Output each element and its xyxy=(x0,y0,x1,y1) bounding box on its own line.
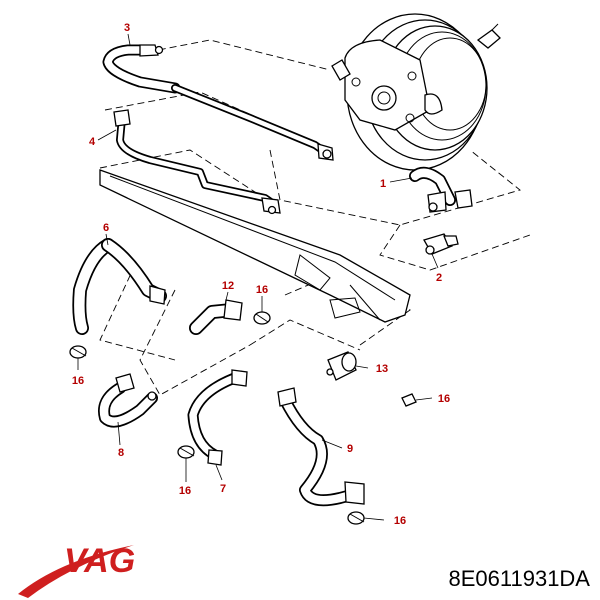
clamp-b xyxy=(69,345,87,359)
callout-16d: 16 xyxy=(394,515,406,527)
callout-16e: 16 xyxy=(179,485,191,497)
clamp-a xyxy=(253,311,271,325)
callout-3: 3 xyxy=(124,22,130,34)
part-8-hose xyxy=(98,373,158,428)
part-4-vacuum-pipe xyxy=(113,109,281,215)
mounting-bracket xyxy=(99,169,411,323)
part-13-fitting xyxy=(326,351,357,381)
callout-16a: 16 xyxy=(256,284,268,296)
callout-8: 8 xyxy=(118,447,124,459)
brake-booster xyxy=(331,13,501,171)
vacuum-pipe-upper xyxy=(171,84,334,161)
callout-16c: 16 xyxy=(438,393,450,405)
leader-lines xyxy=(77,33,439,521)
part-2-check-valve xyxy=(423,233,459,255)
part-7-hose xyxy=(187,369,248,466)
part-6-hose xyxy=(72,238,167,335)
part-number: 8E0611931DA xyxy=(449,566,591,591)
clamp-d xyxy=(347,511,365,525)
clamp-c xyxy=(177,445,195,459)
brand-name: VAG xyxy=(64,542,135,580)
vag-logo: VAG xyxy=(18,542,135,598)
part-3-vacuum-hose xyxy=(102,44,181,94)
clamps xyxy=(69,311,417,525)
callout-16b: 16 xyxy=(72,375,84,387)
callout-9: 9 xyxy=(347,443,353,455)
callout-12: 12 xyxy=(222,280,234,292)
part-1-elbow-hose xyxy=(409,166,473,213)
callout-2: 2 xyxy=(436,272,442,284)
callout-6: 6 xyxy=(103,222,109,234)
clamp-e xyxy=(401,393,417,407)
part-12-connector xyxy=(189,299,243,335)
callout-labels: 3 4 1 2 6 12 16 13 16 16 8 9 16 7 16 xyxy=(72,22,450,527)
callout-4: 4 xyxy=(89,136,96,148)
logo-swoosh xyxy=(18,545,134,598)
callout-7: 7 xyxy=(220,483,226,495)
callout-1: 1 xyxy=(380,178,386,190)
callout-13: 13 xyxy=(376,363,388,375)
part-9-hose xyxy=(277,387,365,507)
